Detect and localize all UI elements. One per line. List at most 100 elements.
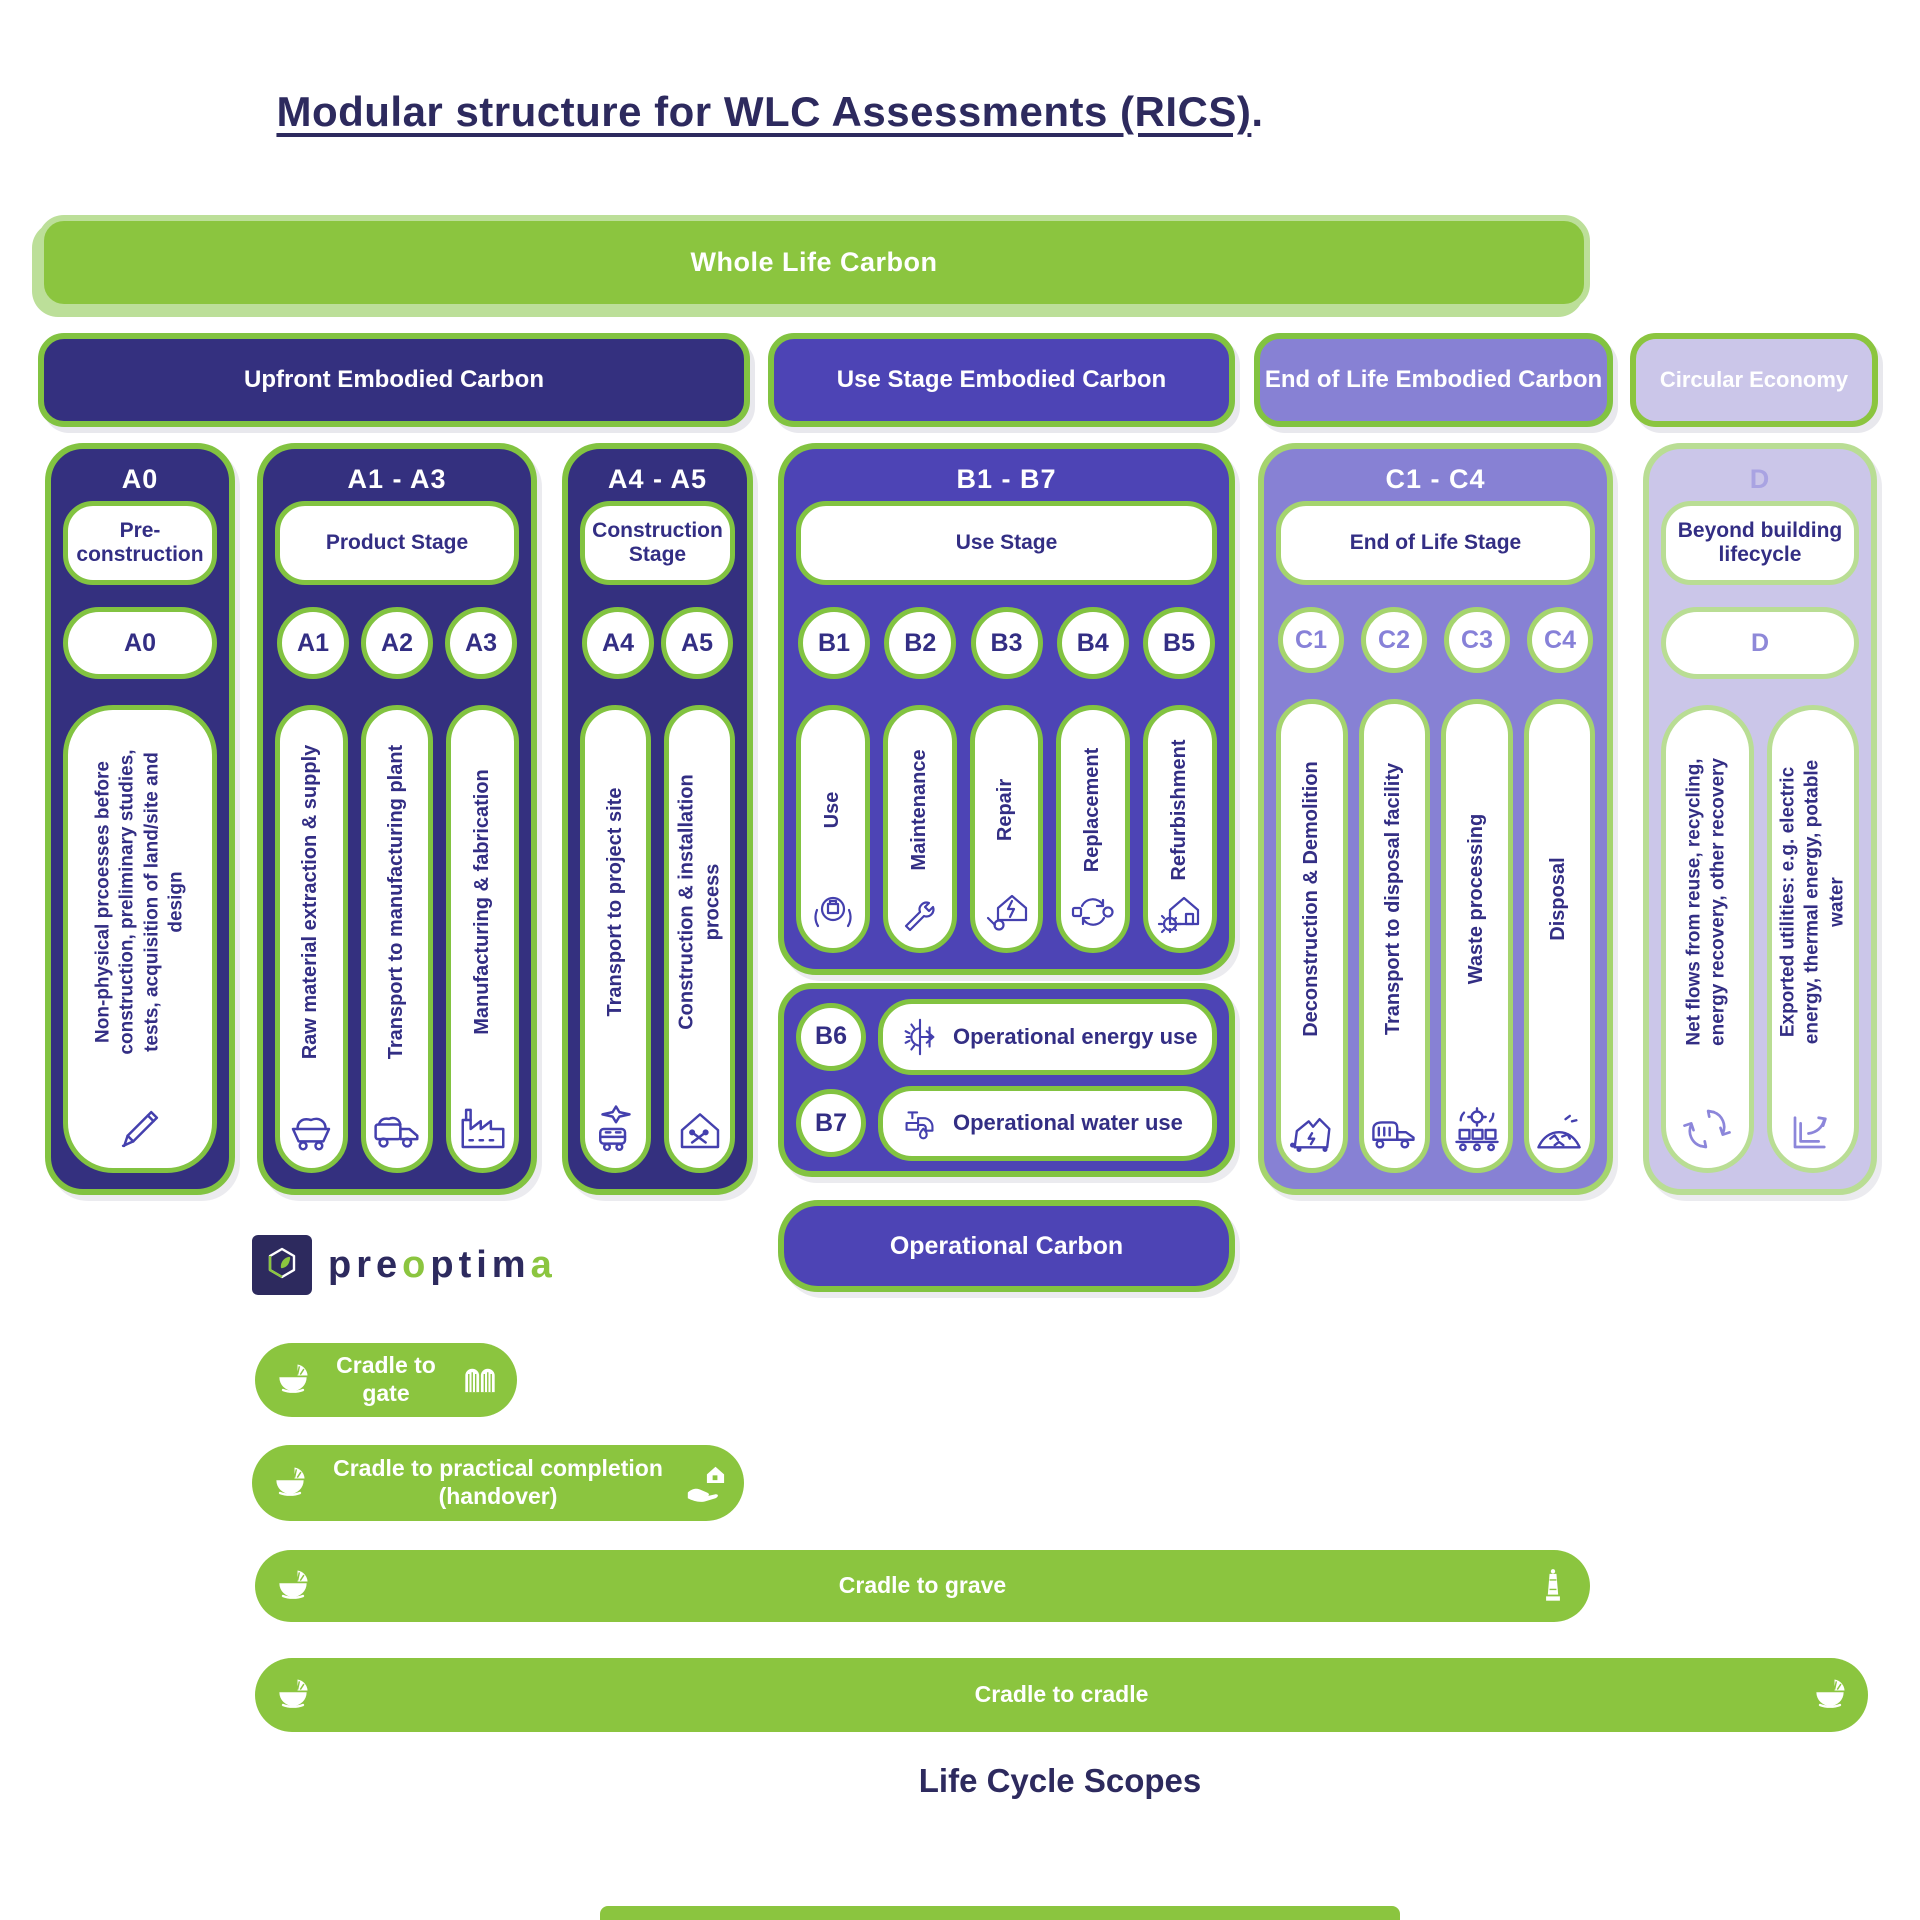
factory-icon [461,1108,505,1149]
module-b5: B5 [1143,607,1215,679]
item-d-exported-utilities: Exported utilities: e.g. electric energy… [1766,705,1859,1173]
module-a4: A4 [582,607,654,679]
item-c3: Waste processing [1441,699,1513,1173]
b6-b7-box: B6 Operational energy use B7 Operational… [778,983,1235,1177]
preoptima-logo: preoptima [252,1235,557,1295]
column-a0: A0 Pre-construction A0 Non-physical prco… [45,443,235,1195]
item-a0-description: Non-physical prcoesses before constructi… [63,705,217,1173]
recycle-icon [1683,1109,1732,1149]
module-c4: C4 [1527,607,1593,673]
cycle-arrows-icon [1072,898,1114,926]
item-b4: Replacement [1056,705,1131,953]
column-a4-a5: A4 - A5 Construction Stage A4 A5 Transpo… [562,443,753,1195]
mine-cart-icon [292,1117,331,1151]
gravestone-icon [1546,1569,1560,1601]
item-b1: Use [796,705,870,953]
stage-pill-use-stage: Use Stage [796,501,1217,585]
column-b1-b7-code: B1 - B7 [956,463,1057,494]
life-cycle-scopes-label: Life Cycle Scopes [918,1762,1202,1799]
header-use-stage-embodied-carbon: Use Stage Embodied Carbon [768,333,1235,427]
cradle-icon [1816,1679,1845,1708]
item-b5: Refurbishment [1143,705,1217,953]
module-a0: A0 [63,607,217,679]
stage-pill-product-stage: Product Stage [275,501,519,585]
column-c1-c4-code: C1 - C4 [1385,463,1486,494]
module-a5: A5 [661,607,733,679]
b6-row: B6 Operational energy use [796,999,1217,1075]
truck-icon [374,1116,419,1148]
item-b2: Maintenance [882,705,957,953]
whole-life-carbon-label: Whole Life Carbon [690,247,938,277]
module-b1: B1 [798,607,870,679]
item-a5: Construction & installation process [664,705,735,1173]
wrench-icon [904,901,935,932]
stage-pill-pre-construction: Pre-construction [63,501,217,585]
scope-cradle-to-cradle: Cradle to cradle [255,1658,1868,1732]
demolition-icon [1289,1117,1331,1152]
module-b2: B2 [884,607,957,679]
whole-life-carbon-bar: Whole Life Carbon [38,215,1590,310]
item-b6: Operational energy use [878,999,1217,1075]
item-c1: Deconstruction & Demolition [1276,699,1348,1173]
cradle-icon [276,1467,305,1496]
module-b6: B6 [796,1002,866,1071]
item-d-net-flows: Net flows from reuse, recycling, energy … [1661,705,1754,1173]
item-a4: Transport to project site [580,705,651,1173]
item-a1: Raw material extraction & supply [275,705,348,1173]
waste-truck-icon [1372,1121,1415,1149]
house-handover-icon [687,1466,725,1502]
column-c1-c4: C1 - C4 End of Life Stage C1 C2 C3 C4 De… [1258,443,1613,1195]
module-c1: C1 [1278,607,1344,673]
hands-building-icon [814,896,852,928]
house-gear-icon [1157,896,1200,934]
item-c4: Disposal [1523,699,1595,1173]
module-b7: B7 [796,1089,866,1158]
item-b3: Repair [969,705,1044,953]
header-end-of-life-embodied-carbon: End of Life Embodied Carbon [1254,333,1613,427]
column-a1-a3-code: A1 - A3 [347,463,447,494]
house-repair-icon [987,894,1028,931]
stage-pill-construction-stage: Construction Stage [580,501,735,585]
construction-house-icon [680,1113,719,1149]
b7-row: B7 Operational water use [796,1085,1217,1161]
page-title: Modular structure for WLC Assessments (R… [230,88,1310,136]
export-icon [1793,1116,1827,1149]
item-a2: Transport to manufacturing plant [360,705,434,1173]
faucet-icon [905,1111,934,1140]
column-d: D Beyond building lifecycle D Net flows … [1643,443,1877,1195]
column-b1-b7: B1 - B7 Use Stage B1 B2 B3 B4 B5 Use Mai… [778,443,1235,975]
item-c2: Transport to disposal facility [1358,699,1430,1173]
column-a4-a5-code: A4 - A5 [607,463,708,494]
header-upfront-embodied-carbon: Upfront Embodied Carbon [38,333,750,427]
column-a0-code: A0 [121,463,159,494]
header-circular-economy: Circular Economy [1630,333,1878,427]
cradle-icon [279,1570,308,1599]
conveyor-icon [1454,1107,1499,1152]
scope-cradle-to-gate: Cradle to gate [255,1343,517,1417]
item-b7: Operational water use [878,1085,1217,1161]
module-c3: C3 [1444,607,1510,673]
stage-pill-beyond-building-lifecycle: Beyond building lifecycle [1661,501,1859,585]
module-d: D [1661,607,1859,679]
module-a1: A1 [277,607,349,679]
module-a2: A2 [361,607,433,679]
cradle-icon [279,1679,308,1708]
column-d-code: D [1749,463,1771,494]
preoptima-logo-icon [252,1235,312,1295]
module-c2: C2 [1361,607,1427,673]
module-b4: B4 [1056,607,1129,679]
scope-cradle-to-practical-completion: Cradle to practical completion (handover… [252,1445,744,1521]
gate-icon [465,1368,495,1393]
transit-icon [598,1105,631,1152]
preoptima-logo-text: preoptima [328,1243,557,1286]
module-b3: B3 [970,607,1043,679]
pencil-icon [121,1110,159,1148]
page-title-suffix: . [1251,88,1264,135]
column-a1-a3: A1 - A3 Product Stage A1 A2 A3 Raw mater… [257,443,537,1195]
bottom-green-strip [600,1906,1400,1920]
item-a3: Manufacturing & fabrication [446,705,520,1173]
page-title-text: Modular structure for WLC Assessments (R… [276,88,1252,135]
scope-cradle-to-grave: Cradle to grave [255,1550,1590,1622]
operational-carbon-bar: Operational Carbon [778,1200,1235,1292]
